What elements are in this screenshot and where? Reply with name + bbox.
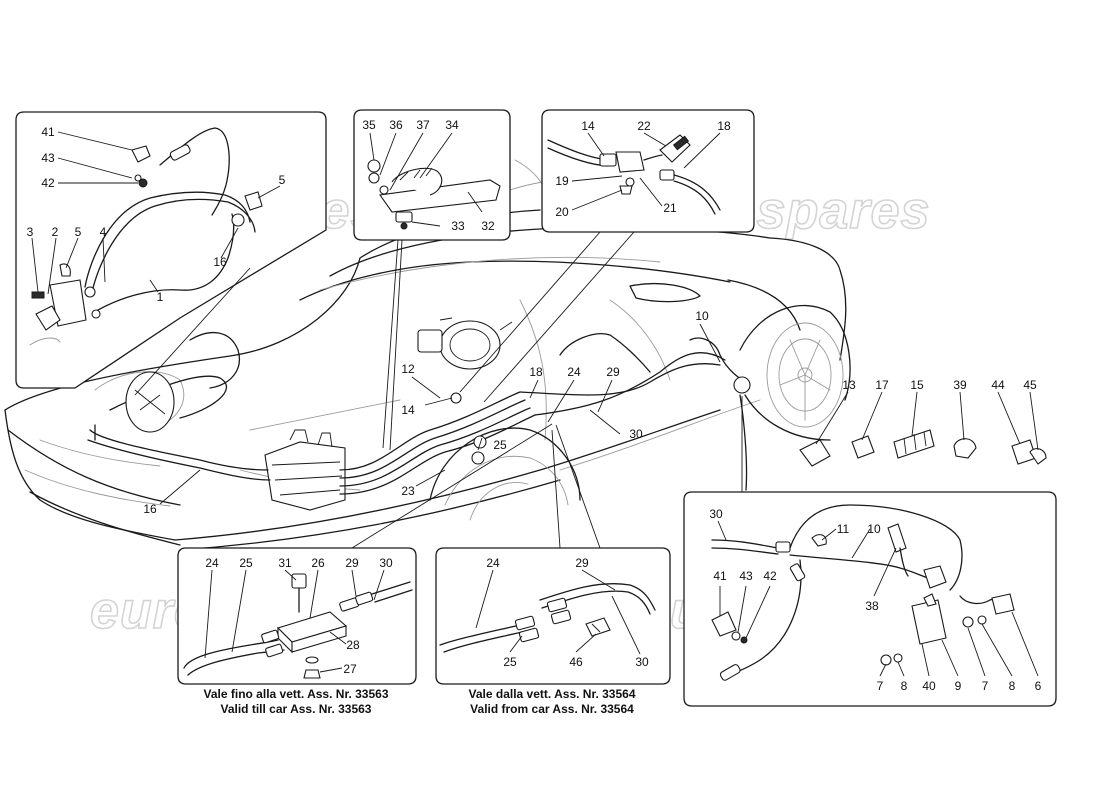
inset-frame-manifold-early [177,547,417,685]
label-24: 24 [567,365,581,379]
label-32: 32 [481,219,495,233]
label-8: 8 [1009,679,1016,693]
label-23: 23 [401,484,415,498]
label-42: 42 [763,569,777,583]
label-45: 45 [1023,378,1037,392]
label-4: 4 [100,225,107,239]
label-16: 16 [213,255,227,269]
label-11: 11 [837,522,850,536]
main-view-leaders [159,323,721,505]
part-number-labels: 41 43 42 3 2 5 4 5 16 1 35 36 37 34 33 3… [27,118,1042,693]
caption-right-english: Valid from car Ass. Nr. 33564 [470,702,634,716]
label-22: 22 [637,119,651,133]
label-10: 10 [867,522,881,536]
label-29: 29 [345,556,359,570]
label-27: 27 [343,662,357,676]
label-8: 8 [901,679,908,693]
label-14: 14 [401,403,415,417]
label-43: 43 [41,151,55,165]
label-20: 20 [555,205,569,219]
brake-pipe-routing [87,317,751,511]
label-39: 39 [953,378,967,392]
label-42: 42 [41,176,55,190]
label-26: 26 [311,556,325,570]
label-35: 35 [362,118,376,132]
label-7: 7 [982,679,989,693]
label-13: 13 [842,378,856,392]
label-18: 18 [717,119,731,133]
inset-frame-front [15,111,327,389]
inset-manifold-early [177,423,553,685]
label-37: 37 [416,118,430,132]
label-30: 30 [635,655,649,669]
label-44: 44 [991,378,1005,392]
label-40: 40 [922,679,936,693]
caption-left-italian: Vale fino alla vett. Ass. Nr. 33563 [204,687,389,701]
label-25: 25 [493,438,507,452]
label-24: 24 [205,556,219,570]
inset-pressure-switch [459,109,755,403]
label-16: 16 [143,502,157,516]
label-21: 21 [663,201,677,215]
clip-13 [799,439,831,467]
label-15: 15 [910,378,924,392]
label-25: 25 [503,655,517,669]
label-5: 5 [279,173,286,187]
label-30: 30 [709,507,723,521]
label-41: 41 [713,569,727,583]
label-31: 31 [278,556,292,570]
label-3: 3 [27,225,34,239]
label-12: 12 [401,362,415,376]
label-6: 6 [1035,679,1042,693]
label-43: 43 [739,569,753,583]
label-10: 10 [695,309,709,323]
label-30: 30 [379,556,393,570]
abs-modulator-unit [264,441,346,511]
label-24: 24 [486,556,500,570]
label-41: 41 [41,125,55,139]
inset-front-sensor [15,111,327,396]
label-18: 18 [529,365,543,379]
brake-booster [439,320,501,370]
inset-connector-late [435,424,671,685]
label-14: 14 [581,119,595,133]
inset-pipe-bracket [353,109,511,451]
label-38: 38 [865,599,879,613]
label-29: 29 [575,556,589,570]
caption-left-english: Valid till car Ass. Nr. 33563 [221,702,372,716]
label-1: 1 [157,290,164,304]
inset-frame-switch [541,109,755,233]
label-28: 28 [346,638,360,652]
label-25: 25 [239,556,253,570]
label-33: 33 [451,219,465,233]
inset-rear-sensor [683,396,1057,707]
label-9: 9 [955,679,962,693]
label-2: 2 [52,225,59,239]
label-17: 17 [875,378,889,392]
validity-captions: Vale fino alla vett. Ass. Nr. 33563 Vali… [204,687,636,716]
label-46: 46 [569,655,583,669]
label-19: 19 [555,174,569,188]
caption-right-italian: Vale dalla vett. Ass. Nr. 33564 [469,687,636,701]
label-34: 34 [445,118,459,132]
label-36: 36 [389,118,403,132]
loose-clips [799,391,1047,467]
label-7: 7 [877,679,884,693]
label-30: 30 [629,427,643,441]
label-29: 29 [606,365,620,379]
label-5: 5 [75,225,82,239]
